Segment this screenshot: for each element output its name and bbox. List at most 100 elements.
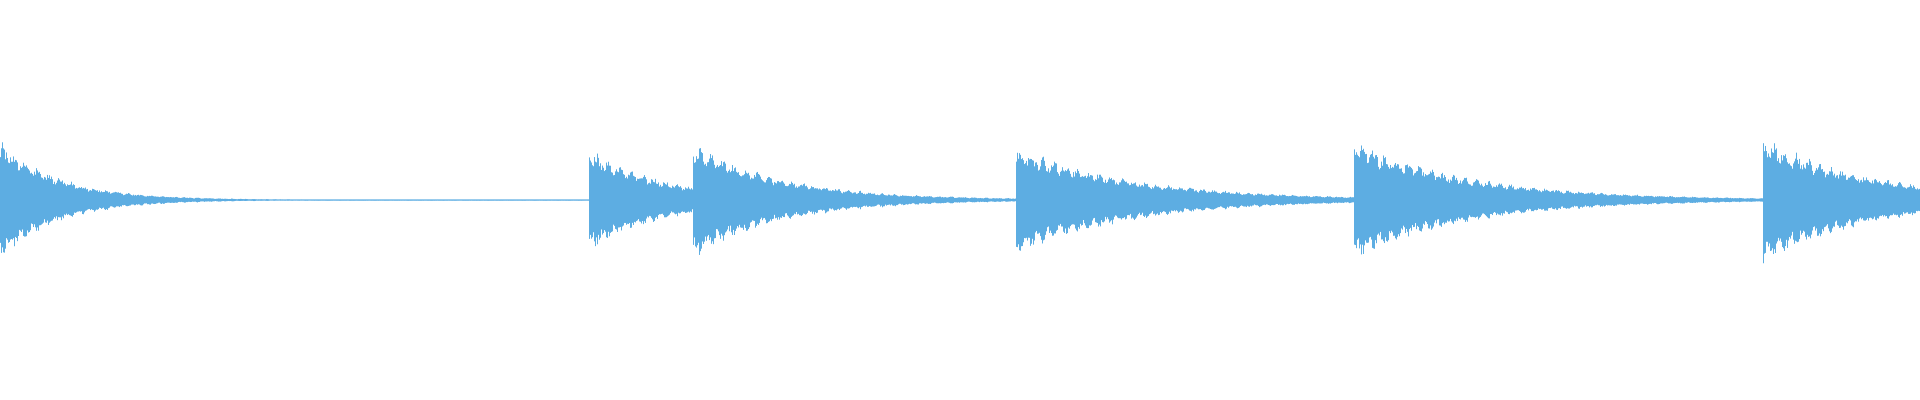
waveform-bar [392,199,393,201]
waveform-bar [848,190,849,209]
waveform-bar [1122,178,1123,219]
waveform-bar [1708,197,1709,203]
waveform-bar [979,198,980,203]
waveform-bar [646,179,647,219]
waveform-bar [1661,196,1662,204]
waveform-bar [6,152,7,239]
waveform-bar [714,164,715,239]
waveform-bar [1189,187,1190,211]
waveform-bar [973,197,974,203]
waveform-bar [38,172,39,231]
waveform-bar [1466,177,1467,221]
waveform-bar [693,156,694,245]
waveform-bar [94,189,95,212]
waveform-bar [454,199,455,201]
waveform-bar [798,186,799,214]
waveform-bar [1082,176,1083,226]
waveform-bar [1080,177,1081,224]
waveform-bar [548,199,549,201]
waveform-bar [1158,186,1159,216]
waveform-bar [1167,187,1168,215]
waveform-bar [177,197,178,203]
waveform-bar [1512,187,1513,213]
waveform-bar [911,196,912,204]
waveform-bar [1271,194,1272,206]
waveform-bar [379,199,380,201]
waveform-bar [1081,176,1082,226]
waveform-bar [807,187,808,213]
waveform-bar [301,199,302,201]
waveform-bar [611,172,612,232]
waveform-bar [835,189,836,210]
waveform-bar [381,199,382,201]
waveform-bar [919,196,920,204]
waveform-bar [1913,185,1914,213]
waveform-bar [1061,170,1062,227]
waveform-bar [967,197,968,202]
waveform-bar [629,175,630,223]
waveform-bar [48,177,49,225]
waveform-bar [842,193,843,208]
waveform-bar [1894,186,1895,215]
waveform-bar [1406,165,1407,229]
waveform-bar [1855,179,1856,222]
waveform-bar [1696,197,1697,203]
waveform-bar [101,191,102,209]
waveform-bar [1174,189,1175,211]
waveform-bar [116,192,117,207]
waveform-bar [195,197,196,202]
waveform-bar [187,197,188,203]
waveform-bar [1597,194,1598,205]
waveform-bar [1728,197,1729,202]
waveform-bar [1513,186,1514,212]
waveform-bar [158,196,159,203]
waveform-bar [1334,197,1335,204]
waveform-bar [1035,162,1036,233]
waveform-bar [655,178,656,218]
waveform-bar [408,199,409,201]
waveform-bar [1556,189,1557,210]
waveform-bar [204,198,205,202]
waveform-bar [771,178,772,222]
waveform-bar [721,161,722,234]
waveform-bar [813,187,814,212]
waveform-bar [1023,160,1024,243]
waveform-bar [95,190,96,211]
waveform-bar [387,199,388,201]
waveform-bar [1553,190,1554,210]
waveform-bar [1304,196,1305,204]
waveform-bar [1649,196,1650,204]
waveform-bar [1882,185,1883,215]
waveform-bar [582,199,583,201]
waveform-bar [1841,175,1842,226]
waveform-bar [317,199,318,201]
waveform-bar [1409,166,1410,230]
waveform-bar [1626,195,1627,205]
waveform-bar [1910,184,1911,214]
waveform-bar [792,182,793,216]
waveform-bar [326,199,327,201]
waveform-bar [1296,195,1297,205]
waveform-bar [1068,168,1069,228]
waveform-bar [719,165,720,236]
waveform-bar [608,161,609,232]
waveform-bar [1142,185,1143,213]
waveform-bar [812,187,813,214]
waveform-bar [118,192,119,207]
waveform-bar [1085,175,1086,226]
waveform-bar [1538,191,1539,209]
waveform-bar [1667,196,1668,203]
waveform-bar [555,199,556,201]
waveform-bar [249,199,250,201]
waveform-bar [1662,196,1663,204]
waveform-bar [541,199,542,201]
waveform-bar [616,169,617,230]
waveform-bar [688,186,689,212]
waveform-bar [393,199,394,201]
waveform-bar [327,199,328,201]
waveform-bar [1223,191,1224,208]
waveform-bar [986,197,987,203]
waveform-bar [1027,165,1028,241]
waveform-bar [1221,192,1222,207]
waveform-bar [190,197,191,203]
